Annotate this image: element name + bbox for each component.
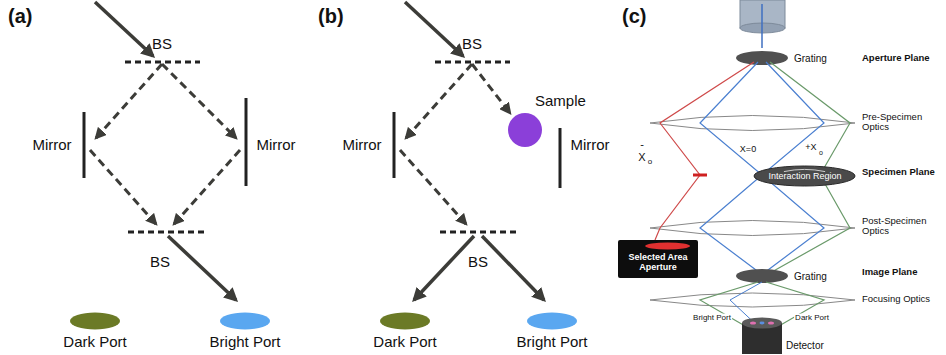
port-ellipse: Dark Port xyxy=(61,312,128,350)
panel-b-beams xyxy=(400,2,544,300)
diagram-label: Specimen Plane xyxy=(862,167,935,177)
port-ellipse-shape xyxy=(219,312,271,330)
port-ellipse-shape xyxy=(379,312,431,330)
sample-circle-shape xyxy=(507,112,543,148)
node-text: Bright Port xyxy=(210,333,281,350)
port-ellipse: Dark Port xyxy=(371,312,438,350)
diagram-label: Pre-Specimen Optics xyxy=(862,112,942,133)
diagram-label: Grating xyxy=(794,53,827,64)
diagram-label: (b) xyxy=(318,5,344,27)
diagram-label: Mirror xyxy=(256,137,295,154)
diagram-label: Mirror xyxy=(570,137,609,154)
port-ellipse: Bright Port xyxy=(515,312,590,350)
panel-b-optics xyxy=(394,62,560,232)
diagram-label: o xyxy=(648,158,652,167)
diagram-label: o xyxy=(819,149,823,157)
aperture-opening xyxy=(618,240,698,252)
diagram-label: Mirror xyxy=(32,137,71,154)
diagram-label: Image Plane xyxy=(862,267,917,277)
node-text: Bright Port xyxy=(517,333,588,350)
diagram-label: Aperture Plane xyxy=(862,53,930,63)
panel-a-beams xyxy=(90,2,240,300)
node-text: Detector xyxy=(786,340,824,352)
panel-a-optics xyxy=(84,62,246,232)
node-text: Interaction Region xyxy=(768,171,841,181)
diagram-label: X=0 xyxy=(739,145,757,155)
node-text: Dark Port xyxy=(63,333,126,350)
diagram-label: (c) xyxy=(622,5,646,27)
diagram-label: BS xyxy=(150,254,170,271)
diagram-label: (a) xyxy=(8,5,32,27)
diagram-label: X xyxy=(638,151,645,163)
microscope-column xyxy=(650,0,855,330)
diagram-label: Mirror xyxy=(342,137,381,154)
diagram-label: Post-Specimen Optics xyxy=(862,216,942,237)
diagram-label: Bright Port xyxy=(692,314,732,323)
node-text: Selected Area Aperture xyxy=(622,252,694,273)
diagram-label: Grating xyxy=(794,271,827,282)
diagram-label: - xyxy=(640,138,644,150)
port-ellipse-shape xyxy=(526,312,578,330)
diagram-label: BS xyxy=(468,254,488,271)
node-text: Sample xyxy=(535,92,586,109)
diagram-label: +X xyxy=(804,143,817,153)
interaction-region: Interaction Region xyxy=(753,165,856,187)
sample-circle: Sample xyxy=(507,92,586,148)
diagram-label: Focusing Optics xyxy=(862,294,930,304)
detector-cylinder: Detector xyxy=(742,317,824,354)
diagram-label: BS xyxy=(152,36,172,53)
diagram-label: BS xyxy=(462,36,482,53)
diagram-label: Dark Port xyxy=(794,314,830,323)
port-ellipse: Bright Port xyxy=(208,312,283,350)
aperture-box: Selected Area Aperture xyxy=(618,240,698,278)
port-ellipse-shape xyxy=(69,312,121,330)
node-text: Dark Port xyxy=(373,333,436,350)
detector-shape xyxy=(742,317,782,354)
